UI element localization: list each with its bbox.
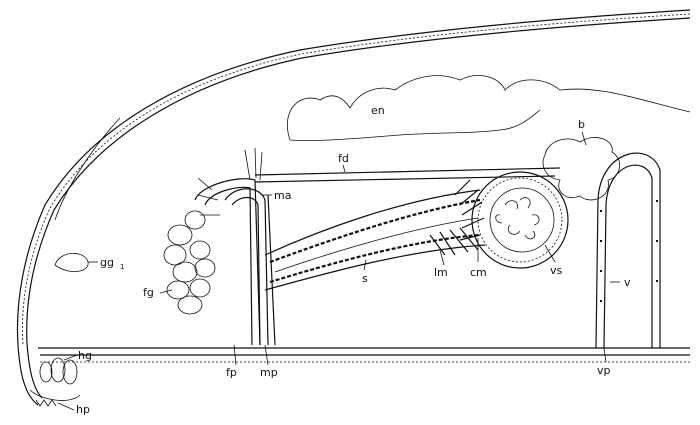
label-fg: fg xyxy=(143,286,154,299)
b-structure xyxy=(542,137,621,201)
vesicle-vs xyxy=(471,171,569,269)
muscle-bundles xyxy=(429,179,485,256)
label-cm: cm xyxy=(470,266,487,279)
label-gg: gg xyxy=(100,256,114,269)
endoderm-outline xyxy=(287,75,691,141)
label-lm: lm xyxy=(434,266,448,279)
label-b: b xyxy=(578,118,585,131)
atrium-structures xyxy=(194,147,276,346)
stylet-s xyxy=(264,189,486,291)
label-ma: ma xyxy=(274,189,291,202)
label-vp: vp xyxy=(597,364,611,377)
head-gland-hg xyxy=(29,357,81,407)
body-wall xyxy=(16,9,691,406)
leader-lines xyxy=(57,131,620,411)
label-gg-subscript: 1 xyxy=(120,263,124,271)
label-en: en xyxy=(371,104,385,117)
label-vs: vs xyxy=(550,264,563,277)
label-v: v xyxy=(624,276,631,289)
label-mp: mp xyxy=(260,366,278,379)
gland-cluster-fg xyxy=(163,210,216,315)
gland-gg1 xyxy=(54,252,89,272)
label-s: s xyxy=(362,272,368,285)
ventral-wall xyxy=(38,347,690,363)
dorsal-duct-fd xyxy=(254,167,561,183)
label-fp: fp xyxy=(226,366,237,379)
label-fd: fd xyxy=(338,152,349,165)
label-hg: hg xyxy=(78,349,92,362)
vessel-v xyxy=(595,152,661,349)
label-hp: hp xyxy=(76,403,90,416)
